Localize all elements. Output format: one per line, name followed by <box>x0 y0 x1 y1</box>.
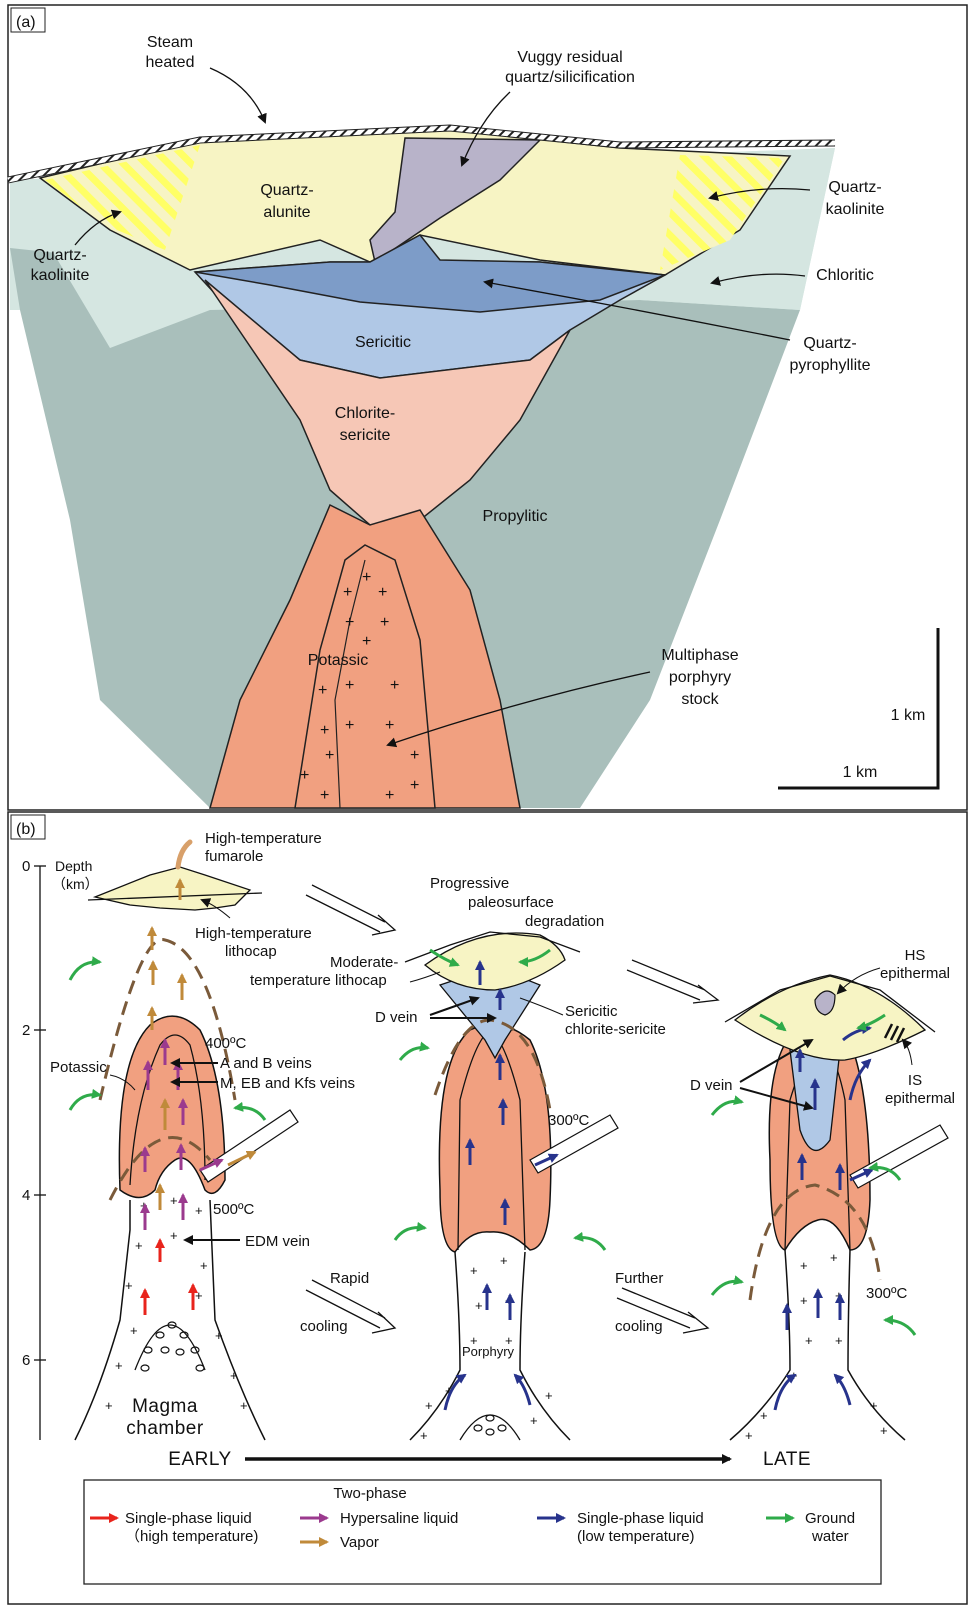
svg-text:+: + <box>240 1398 248 1413</box>
svg-text:+: + <box>170 1193 178 1208</box>
svg-text:+: + <box>135 1238 143 1253</box>
temp-400-label: 400ºC <box>205 1035 247 1052</box>
panel-a-label: (a) <box>16 14 36 31</box>
svg-text:+: + <box>170 1228 178 1243</box>
svg-text:+: + <box>410 747 419 764</box>
legend-two-phase: Two-phase <box>333 1485 406 1502</box>
temp-500-label: 500ºC <box>213 1201 255 1218</box>
svg-text:+: + <box>318 682 327 699</box>
potassic-label: Potassic <box>308 652 368 669</box>
svg-text:+: + <box>320 787 329 804</box>
sericitic-label: Sericitic <box>355 334 411 351</box>
svg-text:+: + <box>410 777 419 794</box>
svg-text:+: + <box>200 1258 208 1273</box>
svg-text:+: + <box>500 1253 508 1268</box>
legend-vapor-label: Vapor <box>340 1534 379 1551</box>
svg-text:+: + <box>115 1358 123 1373</box>
svg-text:+: + <box>125 1278 133 1293</box>
panel-b-label: (b) <box>16 821 36 838</box>
svg-text:+: + <box>800 1258 808 1273</box>
svg-text:+: + <box>390 677 399 694</box>
svg-text:+: + <box>345 677 354 694</box>
d-vein-right-label: D vein <box>690 1077 733 1094</box>
svg-text:+: + <box>545 1388 553 1403</box>
legend-high-temp-label: Single-phase liquid（high temperature) <box>125 1510 258 1545</box>
svg-text:+: + <box>425 1398 433 1413</box>
svg-text:+: + <box>385 717 394 734</box>
depth-tick-4: 4 <box>22 1187 30 1204</box>
magma-chamber-label: Magmachamber <box>126 1396 204 1439</box>
svg-text:+: + <box>880 1423 888 1438</box>
svg-text:+: + <box>105 1398 113 1413</box>
scale-vertical-label: 1 km <box>891 707 926 724</box>
svg-text:+: + <box>745 1428 753 1443</box>
panel-b: (b) 0 2 4 6 Depth（km） <box>8 812 967 1604</box>
legend-hypersaline-label: Hypersaline liquid <box>340 1510 458 1527</box>
temp-300-right-label: 300ºC <box>866 1285 908 1302</box>
svg-text:+: + <box>870 1398 878 1413</box>
svg-text:+: + <box>130 1323 138 1338</box>
late-label: LATE <box>763 1449 811 1470</box>
svg-text:+: + <box>385 787 394 804</box>
a-b-veins-label: A and B veins <box>220 1055 312 1072</box>
svg-text:+: + <box>325 747 334 764</box>
scale-horizontal-label: 1 km <box>843 764 878 781</box>
m-eb-kfs-label: M, EB and Kfs veins <box>220 1075 355 1092</box>
depth-tick-0: 0 <box>22 858 30 875</box>
early-label: EARLY <box>168 1449 231 1470</box>
svg-text:+: + <box>343 584 352 601</box>
svg-text:+: + <box>345 717 354 734</box>
svg-text:+: + <box>475 1298 483 1313</box>
svg-text:+: + <box>362 569 371 586</box>
svg-text:+: + <box>300 767 309 784</box>
depth-tick-2: 2 <box>22 1022 30 1039</box>
svg-text:+: + <box>760 1408 768 1423</box>
svg-text:+: + <box>230 1368 238 1383</box>
svg-text:+: + <box>835 1333 843 1348</box>
propylitic-label: Propylitic <box>483 508 548 525</box>
chloritic-label: Chloritic <box>816 267 874 284</box>
potassic-b-label: Potassic <box>50 1059 107 1076</box>
svg-text:+: + <box>470 1263 478 1278</box>
legend-low-temp-label: Single-phase liquid(low temperature) <box>577 1510 704 1545</box>
legend-groundwater-label: Groundwater <box>805 1510 855 1545</box>
svg-text:+: + <box>362 633 371 650</box>
porphyry-label: Porphyry <box>462 1344 515 1359</box>
svg-text:+: + <box>830 1250 838 1265</box>
temp-300-mid-label: 300ºC <box>548 1112 590 1129</box>
svg-text:+: + <box>345 614 354 631</box>
svg-text:+: + <box>380 614 389 631</box>
svg-text:+: + <box>195 1203 203 1218</box>
svg-text:+: + <box>800 1293 808 1308</box>
svg-text:+: + <box>320 722 329 739</box>
svg-text:+: + <box>530 1413 538 1428</box>
svg-text:+: + <box>195 1288 203 1303</box>
svg-text:+: + <box>805 1333 813 1348</box>
svg-text:+: + <box>378 584 387 601</box>
edm-vein-label: EDM vein <box>245 1233 310 1250</box>
depth-tick-6: 6 <box>22 1352 30 1369</box>
svg-text:+: + <box>215 1328 223 1343</box>
d-vein-mid-label: D vein <box>375 1009 418 1026</box>
legend: Two-phase Single-phase liquid（high tempe… <box>84 1480 881 1584</box>
svg-text:+: + <box>420 1428 428 1443</box>
